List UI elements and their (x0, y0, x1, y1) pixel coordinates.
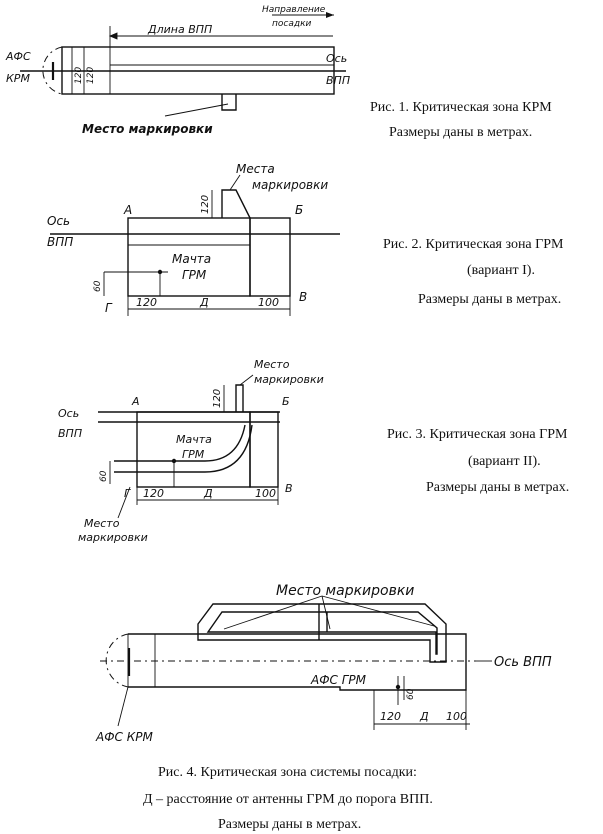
fig4-axis-label: Ось ВПП (494, 655, 552, 670)
fig2-caption-1: Рис. 2. Критическая зона ГРМ (383, 237, 564, 252)
fig4-dim-100: 100 (446, 710, 467, 723)
fig2-pt-v: В (299, 290, 307, 304)
fig1-axis-2: ВПП (326, 74, 350, 87)
fig1-marking-stub (221, 94, 237, 111)
fig4-afs-grm-label: АФС ГРМ (310, 673, 367, 687)
fig4-afs-krm-leader (117, 686, 129, 727)
fig1-marking-label: Место маркировки (82, 122, 213, 136)
fig3-marking-curve-2 (114, 424, 253, 473)
fig2-pt-b: Б (295, 203, 303, 217)
fig2-marking-2: маркировки (252, 178, 328, 192)
fig3-caption-1: Рис. 3. Критическая зона ГРМ (387, 427, 568, 442)
fig4-marking-frame-inner (206, 611, 438, 655)
fig2-axis-2: ВПП (47, 235, 73, 249)
fig1-landing-arrow-head (326, 12, 334, 18)
fig4-afs-krm-label: АФС КРМ (95, 730, 153, 744)
fig3-bottom-marking-leader (117, 486, 131, 519)
fig3-pt-v: В (285, 482, 293, 495)
figure-3: Место маркировки 120 Ось ВПП А Б В Г Мач… (58, 358, 569, 544)
fig3-marking-curve-1 (114, 424, 246, 462)
fig2-zone-threshold (249, 217, 291, 297)
fig2-marking-leader (229, 174, 241, 191)
fig3-axis-1: Ось (58, 407, 79, 420)
fig4-krm-arc (105, 633, 129, 688)
fig2-dim-left: 60 (93, 280, 103, 292)
fig3-marking-bot-1: Место (84, 517, 120, 530)
fig4-marking-label: Место маркировки (276, 583, 414, 599)
fig3-dim-d: Д (203, 487, 213, 500)
fig3-marking-leader (239, 374, 254, 386)
fig1-landing-dir-2: посадки (272, 19, 312, 29)
fig1-dim-v: 120 (74, 67, 84, 84)
fig4-leader-3 (321, 595, 435, 627)
fig2-marking-stub (221, 189, 251, 219)
fig2-mast-1: Мачта (172, 252, 211, 266)
fig4-dim-d: Д (419, 710, 429, 723)
fig2-caption-2: (вариант I). (467, 263, 535, 278)
fig4-caption-2: Д – расстояние от антенны ГРМ до порога … (143, 792, 433, 807)
fig2-pt-g: Г (105, 301, 113, 315)
fig3-zone-threshold (249, 411, 279, 488)
fig3-axis-2: ВПП (58, 427, 82, 440)
fig2-dim-d: Д (199, 296, 209, 309)
fig1-dim-v-2: 120 (86, 67, 96, 84)
fig2-dim-120: 120 (136, 296, 157, 309)
fig3-mast-1: Мачта (176, 433, 212, 446)
fig1-caption-2: Размеры даны в метрах. (389, 125, 532, 140)
fig1-afs-label: АФС (5, 50, 31, 63)
fig4-dim-120: 120 (380, 710, 401, 723)
fig1-marking-leader (164, 103, 229, 117)
figure-2: Места маркировки 120 Ось ВПП А Б В Г Мач… (47, 162, 564, 316)
fig4-leader-2 (321, 595, 331, 630)
fig2-caption-3: Размеры даны в метрах. (418, 292, 561, 307)
fig3-caption-3: Размеры даны в метрах. (426, 480, 569, 495)
fig3-dim-left: 60 (99, 470, 109, 482)
fig4-runway-outline (128, 633, 467, 691)
fig3-mast-2: ГРМ (182, 448, 205, 461)
fig3-marking-1: Место (254, 358, 290, 371)
fig4-dim-60: 60 (406, 688, 416, 700)
fig1-caption-1: Рис. 1. Критическая зона КРМ (370, 100, 552, 115)
fig3-dim-120: 120 (143, 487, 164, 500)
fig3-pt-a: А (131, 395, 140, 408)
fig3-dim-top: 120 (212, 389, 223, 408)
fig2-mast-2: ГРМ (182, 268, 207, 282)
fig4-leader-1 (223, 595, 323, 630)
fig4-caption-1: Рис. 4. Критическая зона системы посадки… (158, 765, 417, 780)
fig1-krm-arc (42, 46, 63, 95)
fig2-dim-100: 100 (258, 296, 279, 309)
fig2-axis-1: Ось (47, 214, 70, 228)
fig1-dim-arrow (108, 32, 118, 40)
fig1-krm-label: КРМ (6, 72, 30, 85)
figure-1: АФС КРМ Длина ВПП Направление посадки Ос… (5, 5, 552, 140)
fig3-caption-2: (вариант II). (468, 454, 541, 469)
fig1-landing-dir-1: Направление (262, 5, 326, 15)
figure-4: Место маркировки Ось ВПП АФС ГРМ 60 120 … (95, 583, 552, 832)
fig3-pt-g: Г (124, 487, 131, 500)
fig2-dim-top: 120 (200, 195, 211, 214)
fig2-pt-a: А (123, 203, 132, 217)
fig1-length-label: Длина ВПП (147, 23, 212, 36)
fig4-marking-frame-outer (197, 603, 447, 663)
fig1-axis-1: Ось (326, 52, 347, 65)
fig4-caption-3: Размеры даны в метрах. (218, 817, 361, 832)
fig3-marking-2: маркировки (254, 373, 324, 386)
fig3-marking-bot-2: маркировки (78, 531, 148, 544)
fig3-dim-100: 100 (255, 487, 276, 500)
fig3-pt-b: Б (282, 395, 290, 408)
fig3-marking-stub (235, 384, 244, 412)
fig2-marking-1: Места (236, 162, 275, 176)
